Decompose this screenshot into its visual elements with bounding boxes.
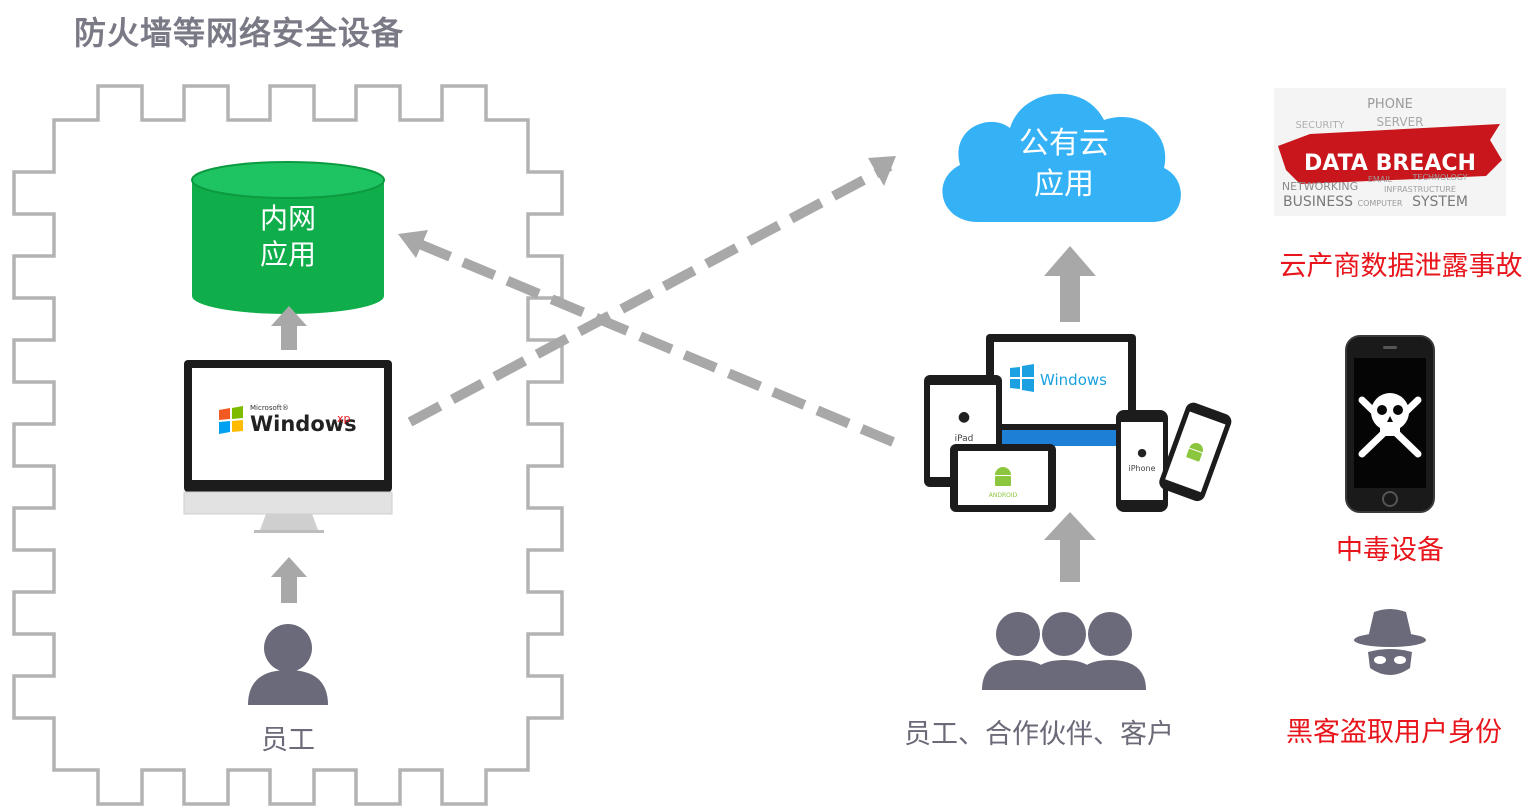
xp-brand: Windows <box>250 412 357 436</box>
intranet-app-line2: 应用 <box>260 238 316 271</box>
up-arrow-icon <box>1044 512 1096 582</box>
breach-word: SYSTEM <box>1412 194 1468 210</box>
cloud-line2: 应用 <box>1034 167 1094 202</box>
windows-logo-icon <box>1010 364 1034 392</box>
xp-brand-sup: xp <box>337 412 351 425</box>
arrow-head-icon <box>868 156 896 186</box>
page-title: 防火墙等网络安全设备 <box>74 14 405 52</box>
android-logo-icon <box>1186 443 1203 462</box>
windows-xp-logo-icon <box>219 406 243 434</box>
dashed-arrow-to-cloud <box>407 161 893 427</box>
up-arrow-icon <box>271 306 307 350</box>
xp-brand-small: Microsoft® <box>250 404 289 412</box>
intranet-app-line1: 内网 <box>260 202 316 235</box>
cloud-line1: 公有云 <box>1019 126 1109 161</box>
breach-word: PHONE <box>1367 97 1413 112</box>
breach-word: TECHNOLOGY <box>1412 173 1468 182</box>
breach-label: 云产商数据泄露事故 <box>1279 251 1523 282</box>
apple-logo-icon: ● <box>1137 446 1147 459</box>
apple-logo-icon: ● <box>958 409 970 425</box>
iphone-label: iPhone <box>1128 464 1155 473</box>
intranet-database <box>191 161 385 314</box>
breach-word: SERVER <box>1376 115 1423 129</box>
data-breach-image: PHONE SERVER SECURITY NETWORKING EMAIL B… <box>1274 88 1506 216</box>
android-logo-icon <box>995 467 1011 486</box>
breach-word: SECURITY <box>1295 120 1345 131</box>
breach-word: NETWORKING <box>1282 180 1358 193</box>
up-arrow-icon <box>271 557 307 603</box>
employee-label: 员工 <box>261 725 315 756</box>
windows-xp-computer <box>183 360 393 533</box>
people-label: 员工、合作伙伴、客户 <box>904 719 1174 750</box>
dashed-arrow-to-intranet <box>408 235 895 447</box>
public-cloud-icon <box>942 93 1181 222</box>
hacker-icon <box>1354 609 1426 675</box>
mobile-devices-group: ● ● <box>924 334 1232 512</box>
android-label: ANDROID <box>989 492 1018 499</box>
up-arrow-icon <box>1044 246 1096 322</box>
employee-person-icon <box>248 624 328 705</box>
arrow-head-icon <box>398 230 428 258</box>
firewall-border <box>12 84 564 806</box>
malware-label: 中毒设备 <box>1336 535 1444 566</box>
ipad-label: iPad <box>955 434 974 444</box>
skull-crossbones-icon <box>1358 393 1422 458</box>
breach-word: COMPUTER <box>1358 199 1403 208</box>
laptop-windows-label: Windows <box>1040 371 1107 389</box>
people-group-icon <box>982 612 1146 690</box>
hacker-label: 黑客盗取用户身份 <box>1286 717 1502 748</box>
breach-word: EMAIL <box>1368 175 1393 184</box>
breach-word: BUSINESS <box>1283 194 1353 210</box>
breach-banner: DATA BREACH <box>1304 151 1476 176</box>
breach-word: INFRASTRUCTURE <box>1384 185 1456 194</box>
